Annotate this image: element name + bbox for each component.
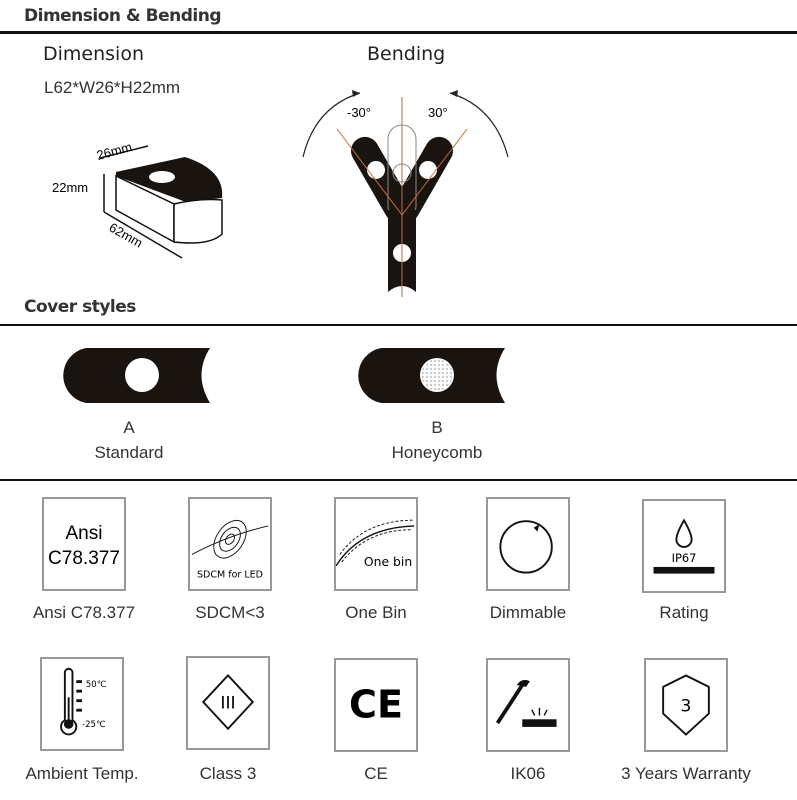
feature-label: Class 3 [199, 764, 257, 783]
min-temp-text: -25℃ [82, 720, 106, 730]
feature-label: Rating [659, 603, 709, 622]
feature-label: IK06 [510, 764, 546, 783]
cover-b-name: Honeycomb [391, 443, 483, 462]
feature-label: SDCM<3 [195, 603, 265, 622]
feature-label: CE [364, 764, 388, 783]
class-3-text: III [220, 694, 235, 714]
ce-mark-icon: CE [334, 658, 418, 752]
feature-label: Ambient Temp. [25, 764, 139, 783]
divider [0, 31, 797, 34]
thermometer-icon: 50℃ -25℃ [40, 657, 124, 751]
divider [0, 479, 797, 481]
feature-label: 3 Years Warranty [621, 764, 751, 783]
cover-b-honeycomb-image [358, 348, 505, 403]
hammer-impact-icon [486, 658, 570, 752]
ansi-icon-text: Ansi [65, 523, 102, 544]
width-label: 26mm [95, 139, 134, 163]
dimension-title: Dimension [43, 43, 144, 65]
divider [0, 324, 797, 326]
water-drop-icon: IP67 [642, 499, 726, 593]
feature-label: One Bin [345, 603, 407, 622]
section-title-cover-styles: Cover styles [24, 297, 136, 317]
shield-icon: 3 [644, 658, 728, 752]
feature-label: Dimmable [489, 603, 567, 622]
warranty-years-text: 3 [681, 697, 692, 717]
section-title-dimension-bending: Dimension & Bending [24, 6, 222, 26]
class-3-diamond-icon: III [186, 656, 270, 750]
one-bin-icon: One bin [334, 497, 418, 591]
right-angle-label: 30° [428, 105, 448, 120]
bending-title: Bending [367, 43, 446, 65]
height-label: 22mm [52, 180, 88, 195]
cover-a-name: Standard [94, 443, 164, 462]
bending-diagram: -30° 30° [302, 90, 509, 297]
sdcm-icon: SDCM for LED [188, 497, 272, 591]
one-bin-icon-text: One bin [364, 555, 412, 569]
ansi-icon-text: C78.377 [48, 548, 120, 569]
dimension-size: L62*W26*H22mm [44, 78, 181, 97]
cover-b-letter: B [431, 418, 443, 437]
sdcm-icon-text: SDCM for LED [197, 569, 263, 580]
cover-a-letter: A [123, 418, 135, 437]
left-angle-label: -30° [347, 105, 371, 120]
ce-mark-text: CE [349, 682, 403, 726]
cover-a-standard-image [63, 348, 210, 403]
ip-rating-text: IP67 [672, 551, 697, 565]
dimension-drawing: 26mm 22mm 62mm [52, 139, 223, 259]
feature-label: Ansi C78.377 [32, 603, 136, 622]
max-temp-text: 50℃ [86, 680, 107, 690]
dimmer-knob-icon [486, 497, 570, 591]
